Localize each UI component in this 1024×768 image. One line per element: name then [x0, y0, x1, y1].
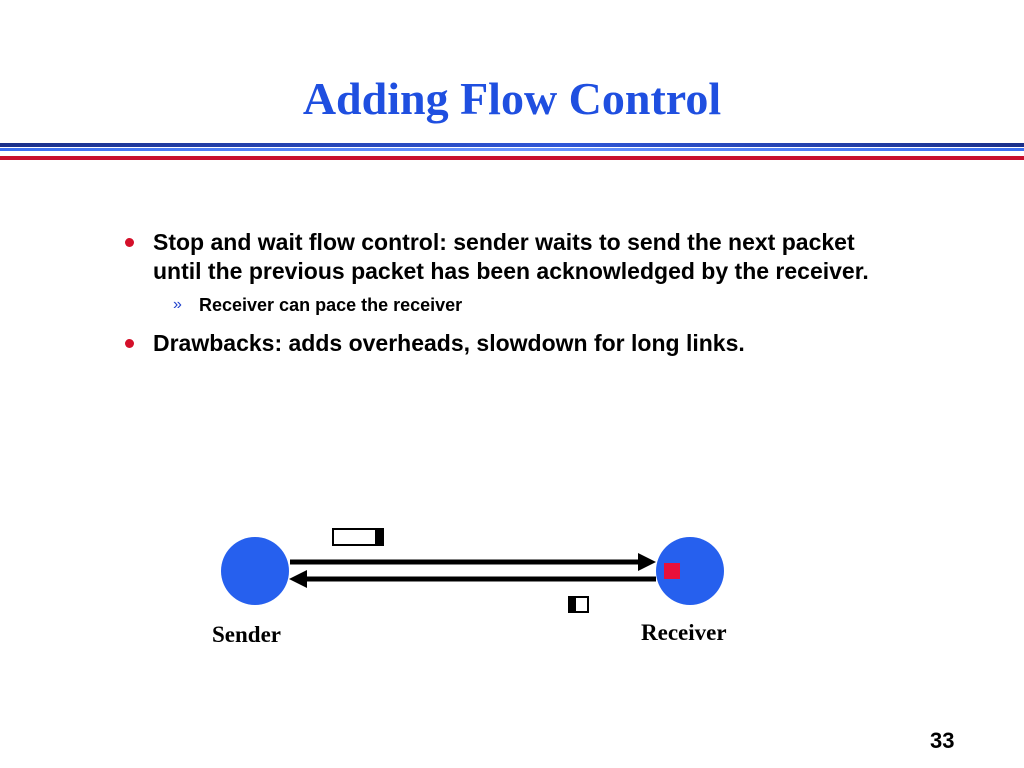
bullet-list: Stop and wait flow control: sender waits… — [122, 228, 902, 358]
bullet-text: Stop and wait flow control: sender waits… — [153, 229, 869, 284]
receiver-label: Receiver — [641, 620, 727, 645]
ack-packet-icon — [568, 596, 589, 613]
bullet-item: Stop and wait flow control: sender waits… — [122, 228, 902, 286]
chevron-double-right-icon: » — [173, 296, 182, 313]
sub-bullet-item: » Receiver can pace the receiver — [173, 294, 902, 316]
bullet-text: Drawbacks: adds overheads, slowdown for … — [153, 330, 745, 356]
bullet-dot-icon — [125, 339, 134, 348]
data-arrow — [290, 553, 656, 571]
sender-node — [221, 537, 289, 605]
title-divider-blue — [0, 148, 1024, 151]
title-divider-red — [0, 156, 1024, 160]
ack-arrow — [289, 570, 656, 588]
receiver-node — [656, 537, 724, 605]
title-divider-navy — [0, 143, 1024, 147]
sender-label: Sender — [212, 622, 281, 647]
data-packet-icon — [332, 528, 384, 546]
bullet-item: Drawbacks: adds overheads, slowdown for … — [122, 329, 902, 358]
receiver-buffer-icon — [664, 563, 680, 579]
slide-title: Adding Flow Control — [302, 73, 722, 124]
bullet-dot-icon — [125, 238, 134, 247]
page-number: 33 — [930, 728, 955, 753]
sub-bullet-text: Receiver can pace the receiver — [199, 295, 463, 315]
